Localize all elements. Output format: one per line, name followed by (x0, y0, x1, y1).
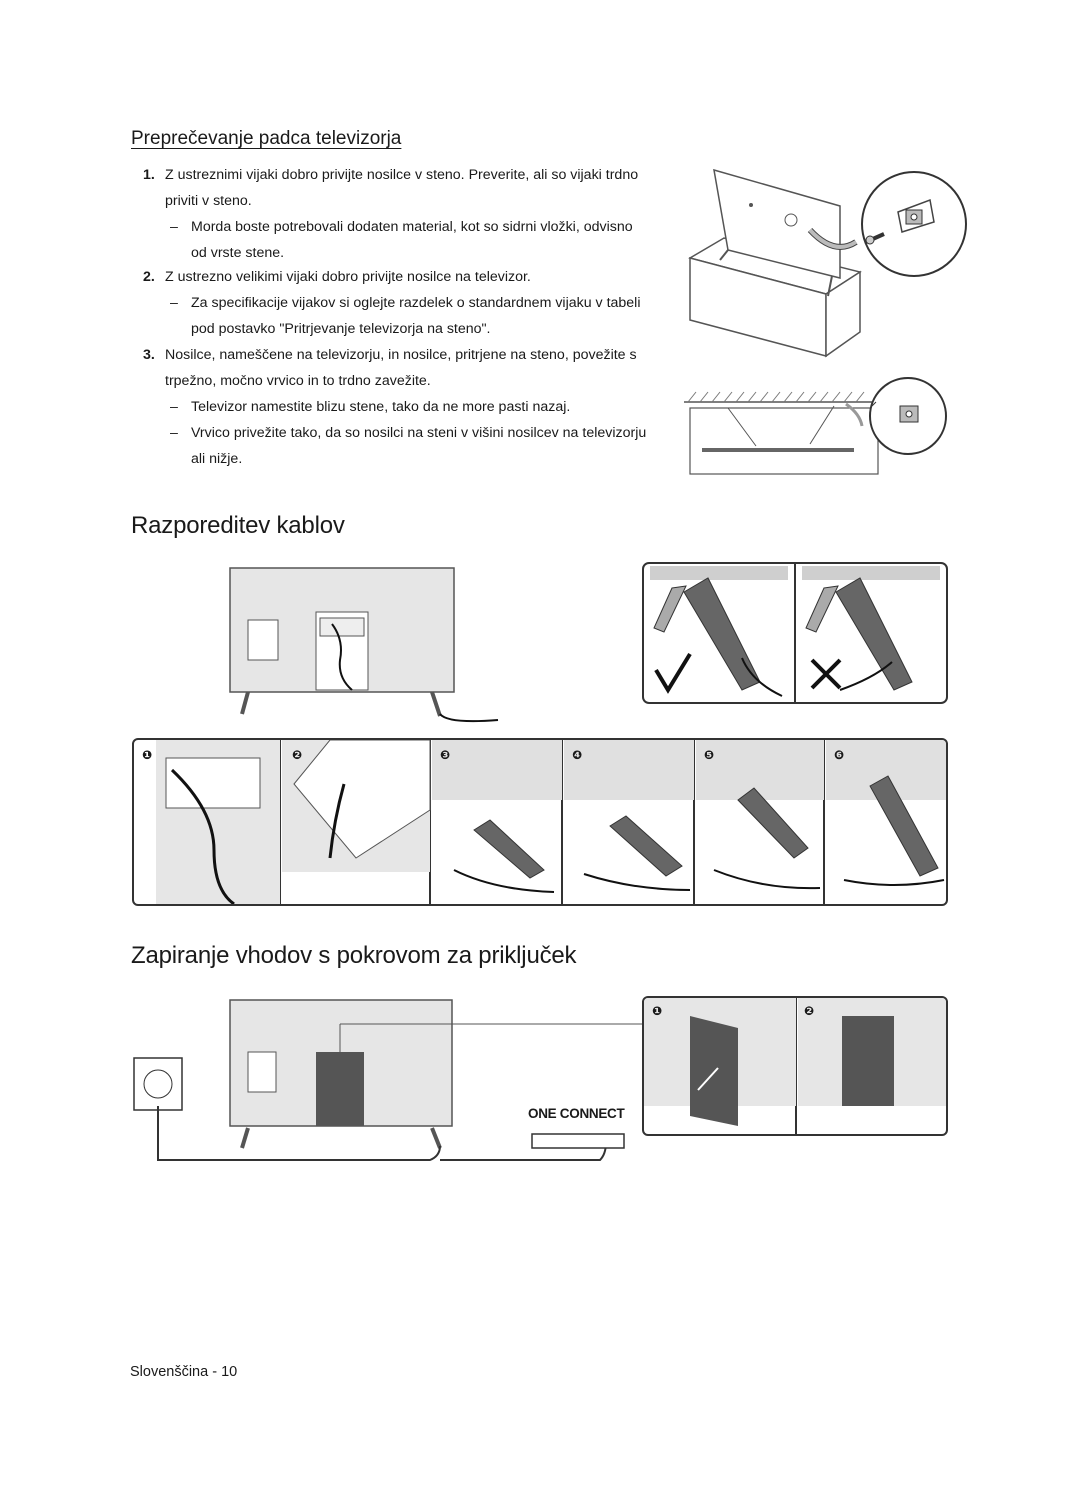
wall-topview-illustration (684, 377, 947, 475)
section-title-fall-prevention: Preprečevanje padca televizorja (131, 128, 402, 149)
cable-correct-incorrect-panel (642, 562, 948, 704)
tv-on-stand-illustration (688, 168, 967, 358)
step-2-note: – Za specifikacije vijakov si oglejte ra… (170, 290, 650, 342)
step-3-note-2: – Vrvico privežite tako, da so nosilci n… (170, 420, 650, 472)
step-badge-4: ❹ (572, 748, 583, 762)
cable-steps-panel: ❶ ❷ ❸ ❹ ❺ ❻ (132, 738, 948, 906)
step-badge-6: ❻ (834, 748, 845, 762)
page-number: Slovenščina - 10 (130, 1364, 238, 1380)
step-2-number: 2. (143, 269, 155, 285)
one-connect-label: ONE CONNECT (528, 1106, 625, 1121)
one-connect-box (531, 1133, 625, 1149)
cross-icon (810, 658, 842, 690)
step-1-note: – Morda boste potrebovali dodaten materi… (170, 214, 650, 266)
step-badge-2: ❷ (292, 748, 303, 762)
step-1-text: Z ustreznimi vijaki dobro privijte nosil… (165, 167, 639, 209)
step-2: 2. Z ustrezno velikimi vijaki dobro priv… (143, 264, 663, 290)
step-2-note-text: Za specifikacije vijakov si oglejte razd… (191, 295, 641, 337)
step-badge-5: ❺ (704, 748, 715, 762)
note-dash: – (170, 219, 178, 235)
step-badge-1: ❶ (142, 748, 153, 762)
note-dash: – (170, 425, 178, 441)
cover-steps-panel: ❶ ❷ (642, 996, 948, 1136)
step-badge-3: ❸ (440, 748, 451, 762)
step-3: 3. Nosilce, nameščene na televizorju, in… (143, 342, 663, 394)
step-3-note-1-text: Televizor namestite blizu stene, tako da… (191, 399, 571, 415)
step-2-text: Z ustrezno velikimi vijaki dobro privijt… (165, 269, 531, 285)
check-icon (654, 652, 692, 694)
note-dash: – (170, 399, 178, 415)
step-1-number: 1. (143, 167, 155, 183)
section-title-port-cover: Zapiranje vhodov s pokrovom za priključe… (131, 942, 577, 969)
step-3-note-1: – Televizor namestite blizu stene, tako … (170, 394, 650, 420)
step-1: 1. Z ustreznimi vijaki dobro privijte no… (143, 162, 663, 214)
port-cover-illustration (133, 999, 646, 1161)
cover-step-badge-2: ❷ (804, 1004, 815, 1018)
tv-back-cable-illustration (229, 567, 499, 723)
note-dash: – (170, 295, 178, 311)
cover-step-badge-1: ❶ (652, 1004, 663, 1018)
step-3-text: Nosilce, nameščene na televizorju, in no… (165, 347, 637, 389)
step-3-note-2-text: Vrvico privežite tako, da so nosilci na … (191, 425, 647, 467)
step-1-note-text: Morda boste potrebovali dodaten material… (191, 219, 633, 261)
step-3-number: 3. (143, 347, 155, 363)
section-title-cable-arrangement: Razporeditev kablov (131, 512, 345, 539)
